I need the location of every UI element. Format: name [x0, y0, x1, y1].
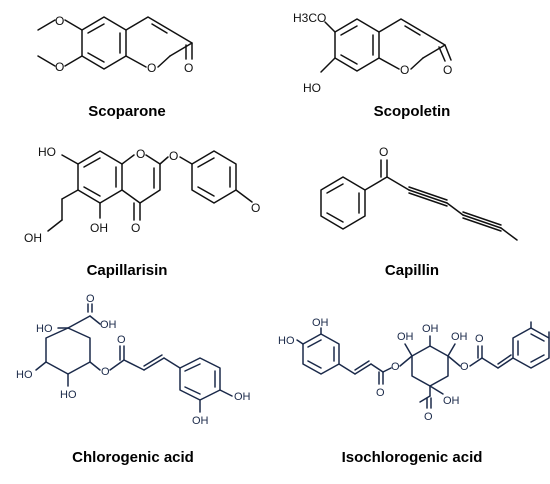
atom-label: HO	[16, 369, 33, 381]
isochlorogenic-acid-name: Isochlorogenic acid	[341, 449, 483, 466]
atom-label: OH	[422, 323, 439, 335]
capillin-structure: O	[320, 145, 518, 241]
atom-label: HO	[303, 81, 321, 95]
atom-label: OH	[24, 231, 42, 245]
chlorogenic-acid-name: Chlorogenic acid	[72, 449, 194, 466]
atom-label: OH	[234, 391, 251, 403]
atom-label: OH	[397, 331, 414, 343]
scoparone-structure: O O O O	[37, 14, 193, 75]
atom-label: O	[86, 293, 95, 305]
isochlorogenic-acid-structure: OH HO O OH O OH OH O O O OH	[278, 317, 550, 423]
atom-label: O	[117, 334, 126, 346]
capillarisin-name: Capillarisin	[86, 262, 168, 279]
atom-label: HO	[278, 335, 295, 347]
atom-label: O	[136, 147, 145, 161]
atom-label: O	[131, 221, 140, 235]
atom-label: OH	[100, 319, 117, 331]
atom-label: HO	[38, 145, 56, 159]
atom-label: O	[443, 63, 452, 77]
atom-label: O	[400, 63, 409, 77]
chlorogenic-acid-structure: HO O OH HO O HO OH OH O	[16, 293, 251, 427]
atom-label: HO	[36, 323, 53, 335]
atom-label: O	[55, 60, 64, 74]
atom-label: O	[251, 201, 260, 215]
atom-label: O	[460, 361, 469, 373]
atom-label: O	[379, 145, 388, 159]
scopoletin-structure: H3CO HO O O	[293, 11, 452, 95]
capillarisin-structure: HO O O O OH OH O	[24, 145, 260, 245]
atom-label: O	[391, 361, 400, 373]
atom-label: O	[147, 61, 156, 75]
atom-label: OH	[90, 221, 108, 235]
atom-label: OH	[443, 395, 460, 407]
atom-label: HO	[60, 389, 77, 401]
atom-label: OH	[192, 415, 209, 427]
atom-label: O	[184, 61, 193, 75]
atom-label: O	[169, 149, 178, 163]
atom-label: O	[376, 387, 385, 399]
atom-label: O	[101, 366, 110, 378]
scopoletin-name: Scopoletin	[373, 103, 451, 120]
atom-label: OH	[451, 331, 468, 343]
scoparone-name: Scoparone	[88, 103, 166, 120]
capillin-name: Capillin	[384, 262, 440, 279]
atom-label: O	[55, 14, 64, 28]
atom-label: H3CO	[293, 11, 326, 25]
atom-label: O	[475, 333, 484, 345]
atom-label: O	[424, 411, 433, 423]
atom-label: OH	[312, 317, 329, 329]
